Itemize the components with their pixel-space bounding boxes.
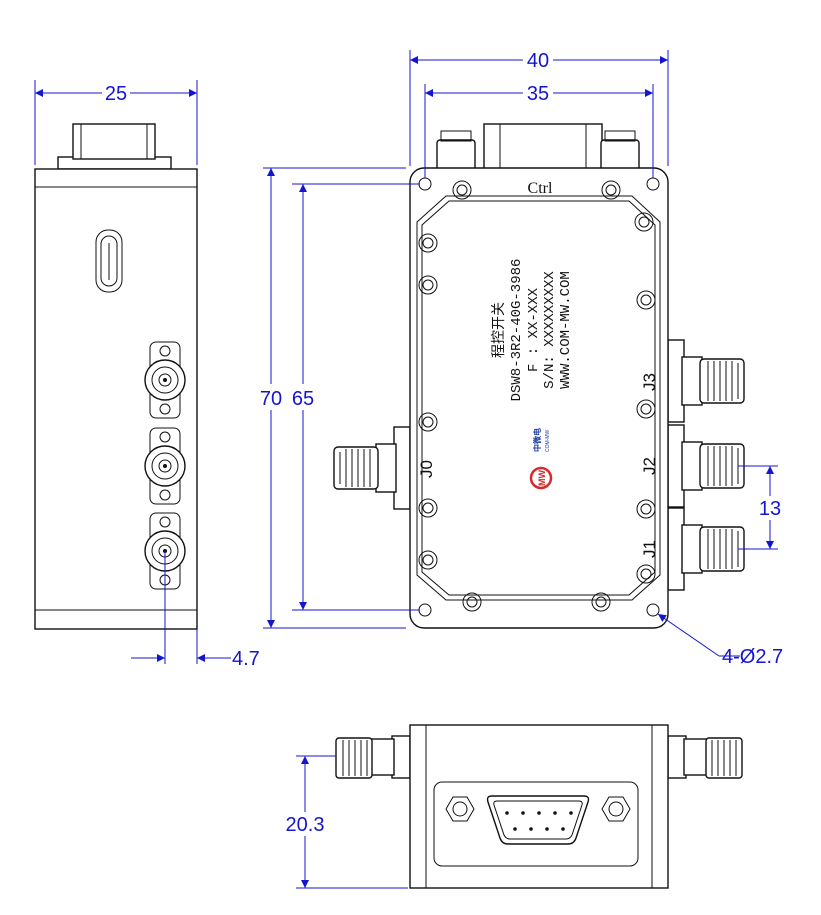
label-freq: F : XX-XXX	[526, 287, 542, 372]
dim-port-pitch: 13	[738, 465, 785, 550]
lid-screws	[418, 180, 656, 612]
db9-pins	[505, 811, 573, 831]
dim-top-width-outer: 40	[409, 49, 669, 166]
logo-mark: MW	[537, 470, 547, 486]
dim-label-side-width: 25	[105, 83, 127, 105]
logo-name: 中微电	[532, 428, 542, 452]
dim-label-port-offset: 4.7	[232, 648, 260, 670]
dim-side-width: 25	[34, 80, 198, 165]
dim-mount-holes: 4-Ø2.7	[657, 613, 783, 668]
dim-bottom-height: 20.3	[282, 755, 408, 889]
bottom-view	[335, 724, 743, 889]
dim-label-inner-width: 35	[527, 83, 549, 105]
dim-label-inner-height: 65	[292, 388, 314, 410]
side-connector-2	[144, 427, 186, 505]
dim-label-outer-height: 70	[260, 388, 282, 410]
connector-j2	[667, 424, 745, 508]
dim-top-width-inner: 35	[424, 82, 654, 178]
side-connector-1	[144, 341, 186, 419]
dim-height-inner: 65	[288, 183, 420, 611]
connector-j3	[667, 339, 745, 423]
label-ctrl: Ctrl	[528, 180, 553, 197]
company-logo: MW 中微电 COM-MW	[529, 428, 553, 490]
label-serial: S/N: XXXXXXXXX	[542, 271, 558, 389]
label-j0: J0	[417, 460, 436, 478]
dim-label-mount-holes: 4-Ø2.7	[722, 646, 783, 668]
label-model: DSW8-3R2-40G-3986	[509, 259, 525, 402]
label-j3: J3	[640, 373, 659, 391]
product-label: 程控开关 DSW8-3R2-40G-3986 F : XX-XXX S/N: X…	[491, 259, 574, 402]
front-view: Ctrl J0 J3 J2 J1 程控开关 DSW8-3R2-40G-3986 …	[333, 123, 745, 629]
side-view	[34, 123, 198, 664]
connector-j1	[667, 507, 745, 591]
connector-j0	[333, 426, 411, 510]
dim-height-outer: 70	[256, 167, 406, 629]
label-product-name: 程控开关	[491, 302, 508, 358]
label-j1: J1	[640, 540, 659, 558]
dim-port-offset: 4.7	[131, 629, 260, 670]
logo-sub: COM-MW	[545, 430, 551, 452]
dim-label-port-pitch: 13	[759, 498, 781, 520]
label-website: WWW.COM-MW.COM	[558, 271, 574, 389]
dim-label-outer-width: 40	[527, 50, 549, 72]
dim-label-bottom-height: 20.3	[286, 814, 325, 836]
label-j2: J2	[640, 457, 659, 475]
